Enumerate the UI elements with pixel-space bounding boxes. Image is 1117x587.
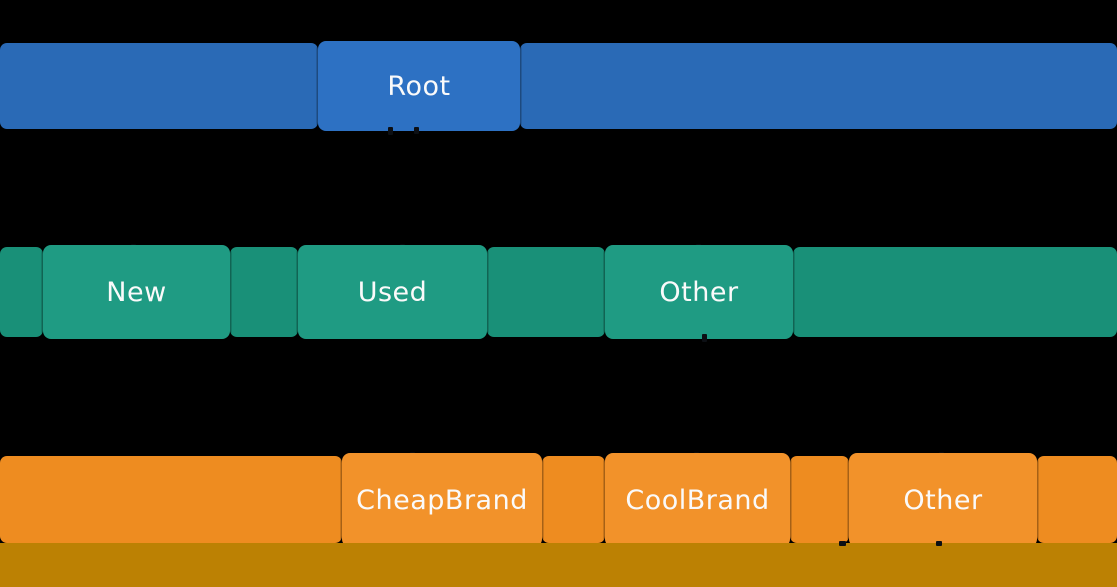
tree-node-root[interactable]: Root (318, 41, 520, 131)
tree-node-coolbrand[interactable]: CoolBrand (605, 453, 790, 547)
tree-node-new[interactable]: New (43, 245, 230, 339)
tree-node-other-condition[interactable]: Other (605, 245, 793, 339)
tree-node-new-label: New (106, 276, 167, 308)
tree-node-other-brand[interactable]: Other (849, 453, 1037, 547)
level3-band-segment (542, 456, 605, 543)
edge-stub (388, 127, 393, 135)
level1-band-right (520, 43, 1117, 129)
edge-stub (414, 127, 419, 134)
level3-band-segment (1037, 456, 1117, 543)
tree-node-root-label: Root (387, 70, 451, 102)
level2-band-segment (230, 247, 298, 337)
tree-node-cheapbrand-label: CheapBrand (356, 484, 528, 516)
edge-stub (936, 541, 942, 546)
tree-node-cheapbrand[interactable]: CheapBrand (342, 453, 542, 547)
level3-band-segment (790, 456, 849, 543)
edge-stub (839, 541, 846, 546)
tree-node-used[interactable]: Used (298, 245, 487, 339)
level3-band-segment (0, 456, 342, 543)
tree-node-other-brand-label: Other (903, 484, 983, 516)
tree-node-coolbrand-label: CoolBrand (625, 484, 770, 516)
tree-node-other-condition-label: Other (659, 276, 739, 308)
level2-band-segment (0, 247, 43, 337)
level2-band-segment (793, 247, 1117, 337)
level2-band-segment (487, 247, 605, 337)
level1-band-left (0, 43, 318, 129)
level4-band (0, 543, 1117, 587)
edge-stub (702, 334, 707, 342)
tree-node-used-label: Used (357, 276, 428, 308)
